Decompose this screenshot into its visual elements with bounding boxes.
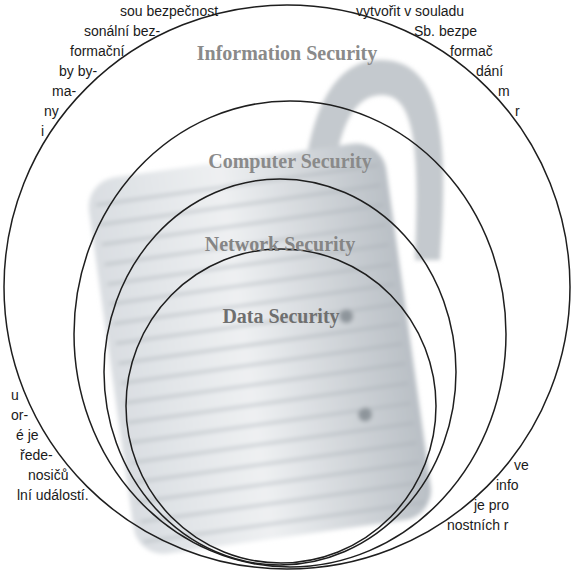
body-text-fragment: dání: [476, 62, 503, 80]
circle-region: Network SecurityData Security: [103, 178, 457, 566]
body-text-fragment: Sb. bezpe: [414, 22, 477, 40]
body-text-fragment: é je: [16, 426, 39, 444]
ellipse-outline: [3, 4, 571, 570]
body-text-fragment: je pro: [474, 496, 509, 514]
body-text-fragment: nosičů: [28, 466, 68, 484]
padlock-shape: [85, 60, 443, 558]
region-title: Data Security: [125, 303, 437, 329]
body-text-fragment: sou bezpečnost: [120, 2, 218, 20]
body-text-fragment: u: [11, 386, 19, 404]
ellipse-outline: [125, 248, 437, 564]
region-title: Network Security: [103, 231, 457, 257]
body-text-fragment: i: [41, 122, 44, 140]
region-title: Computer Security: [73, 148, 507, 174]
body-text-fragment: m: [498, 82, 510, 100]
body-text-fragment: formač: [450, 42, 493, 60]
body-text-fragment: formační: [70, 42, 124, 60]
inner-circle: Data Security: [125, 248, 437, 564]
body-text-fragment: vytvořit v souladu: [356, 2, 464, 20]
body-text-fragment: by by-: [59, 62, 97, 80]
body-text-fragment: ma-: [52, 82, 76, 100]
body-text-fragment: r: [515, 102, 520, 120]
body-text-fragment: or-: [11, 406, 28, 424]
circle-region: Computer SecurityNetwork SecurityData Se…: [73, 100, 507, 568]
body-text-fragment: info: [496, 476, 519, 494]
body-text-fragment: sonální bez-: [84, 22, 160, 40]
body-text-fragment: řede-: [20, 446, 53, 464]
body-text-fragment: nostních r: [447, 516, 508, 534]
body-text-fragment: lní událostí.: [17, 486, 89, 504]
outer-circle: Information SecurityComputer SecurityNet…: [3, 4, 571, 570]
body-text-fragment: ny: [44, 102, 59, 120]
body-text-fragment: ve: [514, 456, 529, 474]
